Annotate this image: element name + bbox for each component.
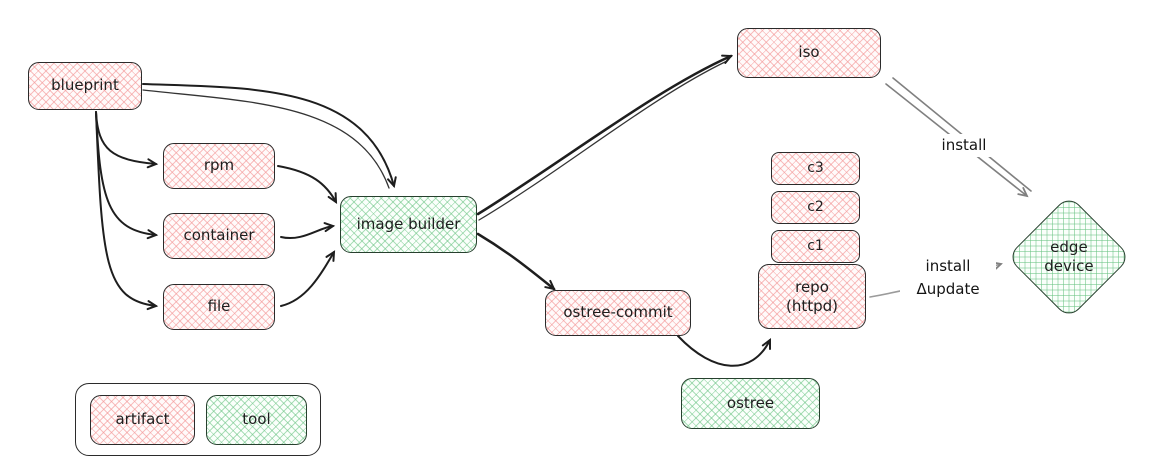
node-edge-device-label: edge device <box>1044 238 1093 276</box>
arrow-image-builder-to-iso <box>476 54 734 216</box>
node-blueprint-label: blueprint <box>51 76 119 95</box>
arrow-file-to-image-builder <box>280 250 336 307</box>
arrow-container-to-image-builder <box>280 222 336 240</box>
arrow-blueprint-to-rpm <box>95 111 159 169</box>
legend-artifact-swatch: artifact <box>90 395 195 445</box>
node-image-builder: image builder <box>340 196 477 253</box>
edge-label-install-text: install <box>925 257 971 275</box>
arrow-rpm-to-image-builder <box>277 165 338 204</box>
edge-label-install-iso-text: install <box>941 136 987 154</box>
node-repo-line2: (httpd) <box>785 296 839 315</box>
legend: artifact tool <box>75 383 321 456</box>
node-commit-c2: c2 <box>771 191 860 224</box>
node-container-label: container <box>183 226 255 245</box>
node-ostree: ostree <box>681 378 820 429</box>
node-commit-c3-label: c3 <box>807 160 824 177</box>
node-container: container <box>163 213 275 259</box>
node-repo-httpd-label: repo (httpd) <box>786 278 838 316</box>
node-rpm-label: rpm <box>203 156 235 175</box>
arrow-blueprint-to-container <box>95 111 159 240</box>
node-edge-device-line1: edge <box>1050 238 1088 257</box>
node-repo-httpd: repo (httpd) <box>758 264 866 329</box>
legend-tool-label: tool <box>242 410 271 429</box>
node-file-label: file <box>207 297 231 316</box>
node-repo-line1: repo <box>795 277 829 296</box>
node-blueprint: blueprint <box>28 62 142 110</box>
node-file: file <box>163 284 275 330</box>
node-ostree-commit: ostree-commit <box>545 290 691 336</box>
node-iso-label: iso <box>798 43 820 62</box>
node-ostree-label: ostree <box>726 393 775 412</box>
node-commit-c1-label: c1 <box>807 238 824 255</box>
node-edge-device: edge device <box>1006 194 1132 320</box>
node-ostree-commit-label: ostree-commit <box>563 303 673 322</box>
edge-label-update-text: Δupdate <box>916 279 980 298</box>
arrow-ostree-commit-to-repo <box>677 335 772 367</box>
node-commit-c3: c3 <box>771 152 860 185</box>
legend-tool-swatch: tool <box>206 395 307 445</box>
node-edge-device-line2: device <box>1044 257 1094 275</box>
node-image-builder-label: image builder <box>356 214 461 233</box>
node-commit-c1: c1 <box>771 230 860 263</box>
node-iso: iso <box>737 28 881 78</box>
edge-label-install-update: install Δupdate <box>900 255 996 300</box>
arrow-blueprint-to-file <box>95 111 159 311</box>
node-commit-c2-label: c2 <box>807 199 824 216</box>
arrow-image-builder-to-iso-echo <box>478 60 728 221</box>
arrow-image-builder-to-ostree-commit <box>476 232 556 291</box>
legend-artifact-label: artifact <box>115 410 170 429</box>
edge-label-install-iso: install <box>922 134 1006 157</box>
node-rpm: rpm <box>163 143 275 189</box>
